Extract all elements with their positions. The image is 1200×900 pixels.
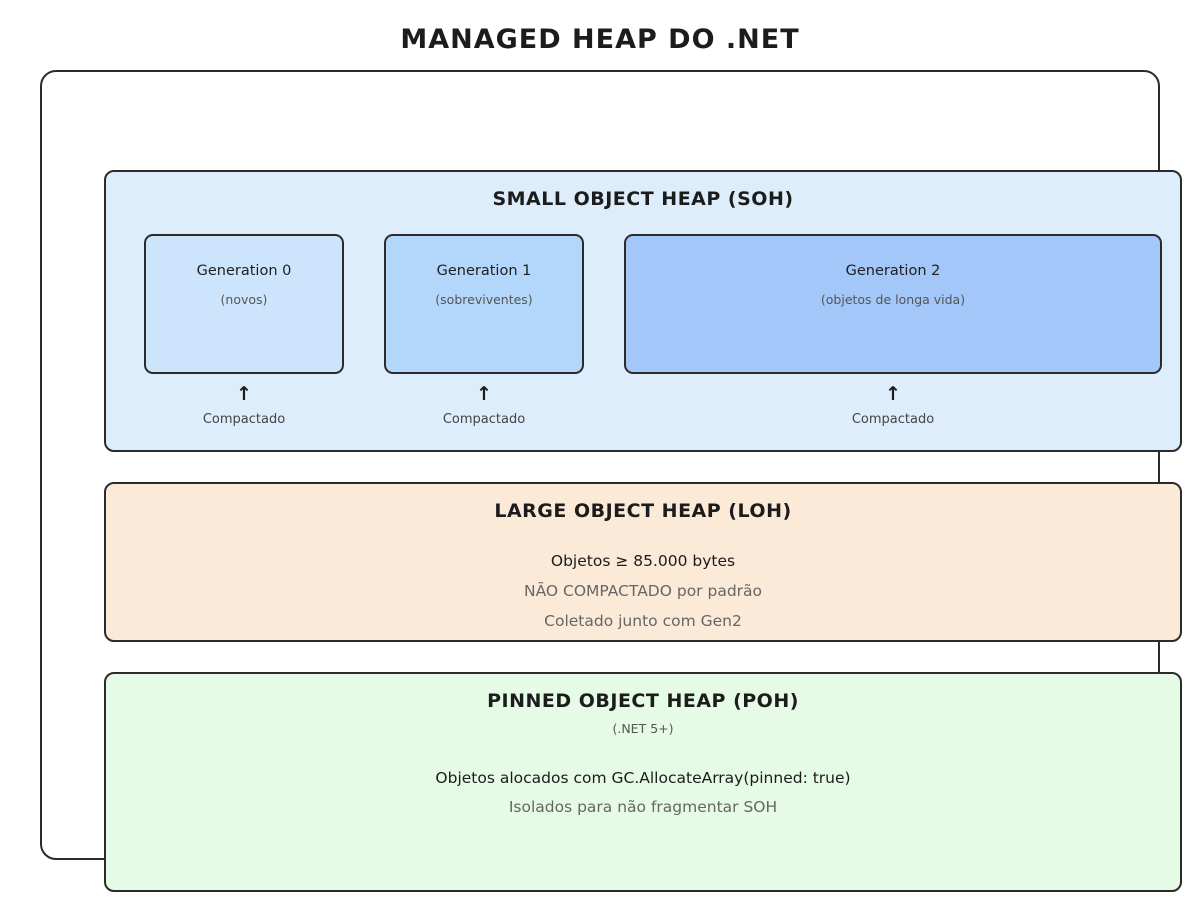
generation-1-title: Generation 1 — [436, 263, 532, 279]
poh-section: PINNED OBJECT HEAP (POH) (.NET 5+) Objet… — [104, 672, 1182, 892]
generation-0-column: Generation 0 (novos) ↑ Compactado — [144, 234, 344, 427]
generation-2-title: Generation 2 — [845, 263, 941, 279]
up-arrow-icon: ↑ — [885, 383, 901, 405]
loh-line-size-threshold: Objetos ≥ 85.000 bytes — [550, 552, 736, 570]
loh-description: Objetos ≥ 85.000 bytes NÃO COMPACTADO po… — [106, 546, 1180, 636]
poh-line-isolated: Isolados para não fragmentar SOH — [508, 798, 778, 816]
loh-line-not-compacted: NÃO COMPACTADO por padrão — [523, 582, 763, 600]
generation-1-column: Generation 1 (sobreviventes) ↑ Compactad… — [384, 234, 584, 427]
managed-heap-container: SMALL OBJECT HEAP (SOH) Generation 0 (no… — [40, 70, 1182, 892]
loh-title: LARGE OBJECT HEAP (LOH) — [494, 500, 792, 522]
generation-1-subtitle: (sobreviventes) — [435, 292, 533, 307]
poh-line-allocate-array: Objetos alocados com GC.AllocateArray(pi… — [435, 769, 851, 787]
up-arrow-icon: ↑ — [476, 383, 492, 405]
page-title: MANAGED HEAP DO .NET — [400, 24, 800, 55]
generation-0-box: Generation 0 (novos) — [144, 234, 344, 374]
soh-section: SMALL OBJECT HEAP (SOH) Generation 0 (no… — [104, 170, 1182, 452]
generation-2-status: Compactado — [851, 412, 935, 427]
up-arrow-icon: ↑ — [236, 383, 252, 405]
generation-1-box: Generation 1 (sobreviventes) — [384, 234, 584, 374]
poh-title: PINNED OBJECT HEAP (POH) — [487, 690, 799, 712]
generation-0-subtitle: (novos) — [220, 292, 268, 307]
generation-0-title: Generation 0 — [196, 263, 292, 279]
generation-2-column: Generation 2 (objetos de longa vida) ↑ C… — [624, 234, 1162, 427]
generation-2-subtitle: (objetos de longa vida) — [820, 292, 966, 307]
generation-1-status: Compactado — [442, 412, 526, 427]
loh-line-collected-with-gen2: Coletado junto com Gen2 — [544, 612, 742, 630]
soh-title: SMALL OBJECT HEAP (SOH) — [492, 188, 794, 210]
generation-0-status: Compactado — [202, 412, 286, 427]
generation-2-box: Generation 2 (objetos de longa vida) — [624, 234, 1162, 374]
loh-section: LARGE OBJECT HEAP (LOH) Objetos ≥ 85.000… — [104, 482, 1182, 642]
poh-subtitle: (.NET 5+) — [612, 721, 674, 736]
